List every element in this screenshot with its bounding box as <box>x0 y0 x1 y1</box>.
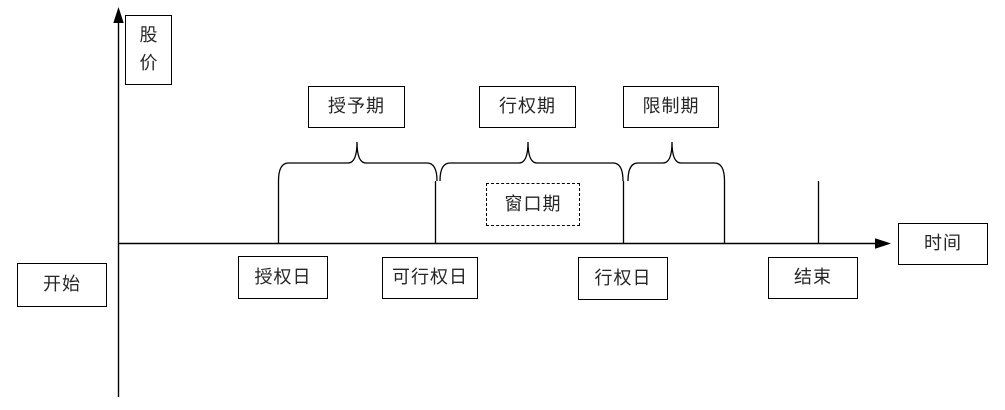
exercise-date-box: 行权日 <box>578 257 668 300</box>
window-period-box: 窗口期 <box>486 183 580 226</box>
end-box: 结束 <box>768 257 858 299</box>
vesting-period-box: 授予期 <box>308 86 405 128</box>
y-axis-label-box: 股价 <box>125 15 172 85</box>
y-axis-label: 股价 <box>139 25 158 74</box>
vesting-period-label: 授予期 <box>328 96 385 118</box>
exercise-period-box: 行权期 <box>479 86 576 128</box>
end-label: 结束 <box>794 267 832 289</box>
brace-restriction-period <box>627 141 726 182</box>
restriction-period-box: 限制期 <box>623 86 719 128</box>
exercisable-date-box: 可行权日 <box>382 257 478 299</box>
exercisable-date-label: 可行权日 <box>392 267 468 289</box>
brace-exercise-period <box>439 141 624 182</box>
y-axis-arrow-icon <box>113 7 124 23</box>
restriction-period-label: 限制期 <box>642 96 700 118</box>
brace-vesting-period <box>277 141 438 182</box>
axis-ticks <box>277 181 820 243</box>
start-label: 开始 <box>43 274 81 296</box>
window-period-label: 窗口期 <box>504 193 562 215</box>
period-braces <box>277 141 726 182</box>
start-box: 开始 <box>17 263 107 307</box>
grant-date-label: 授权日 <box>254 266 312 288</box>
grant-date-box: 授权日 <box>238 256 328 299</box>
x-axis-label-box: 时间 <box>898 223 988 265</box>
x-axis-arrow-icon <box>875 238 891 249</box>
exercise-date-label: 行权日 <box>594 267 652 289</box>
exercise-period-label: 行权期 <box>499 96 556 118</box>
x-axis-label: 时间 <box>924 233 962 255</box>
